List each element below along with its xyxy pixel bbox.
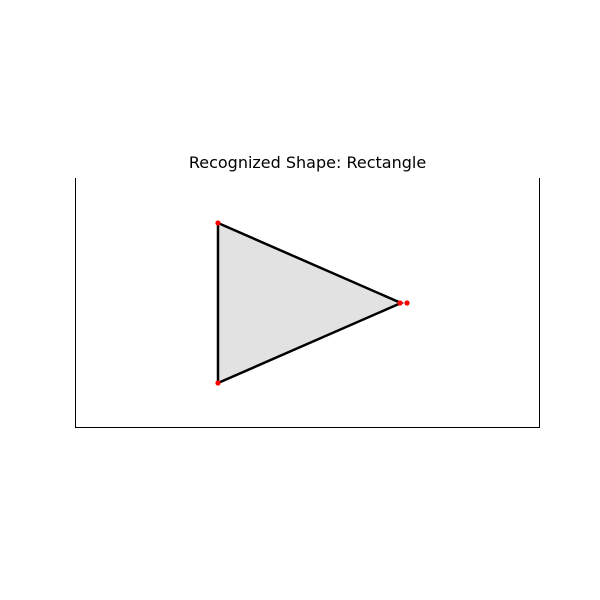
vertex-marker-1 (215, 220, 221, 226)
recognized-shape-polygon (216, 221, 405, 385)
vertex-marker-4 (404, 300, 410, 306)
vertex-markers (215, 220, 410, 386)
vertex-marker-2 (215, 380, 221, 386)
figure-title: Recognized Shape: Rectangle (188, 153, 427, 172)
vertex-marker-3 (397, 300, 403, 306)
